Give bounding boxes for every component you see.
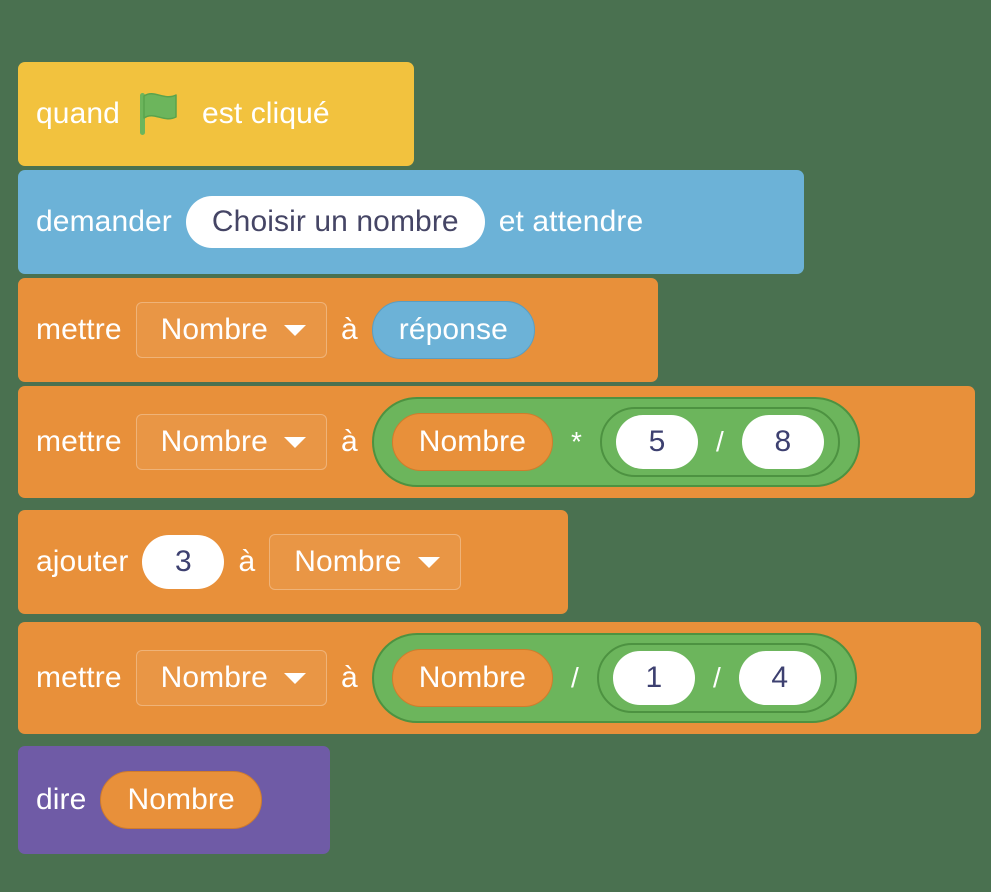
set-label-before: mettre [36,661,122,694]
ask-label-after: et attendre [498,205,644,238]
when-flag-label-before: quand [36,97,120,130]
answer-reporter[interactable]: réponse [371,301,535,359]
operator-symbol-divide: / [716,426,724,457]
set-label-middle: à [340,313,358,346]
set-label-before: mettre [36,313,122,346]
change-amount-input[interactable]: 3 [142,535,225,589]
chevron-down-icon [283,436,306,448]
green-flag-icon [134,90,188,138]
operand-left-input[interactable]: 5 [616,415,699,469]
variable-dropdown[interactable]: Nombre [135,302,327,358]
block-set-variable-to-multiply[interactable]: mettre Nombre à Nombre * 5 / 8 [18,386,975,509]
variable-reporter[interactable]: Nombre [391,413,554,471]
block-set-variable-to-answer[interactable]: mettre Nombre à réponse [18,278,658,393]
set-label-before: mettre [36,425,122,458]
set-label-middle: à [340,425,358,458]
operator-divide-block[interactable]: 5 / 8 [600,407,840,477]
block-change-variable-by[interactable]: ajouter 3 à Nombre [18,510,568,625]
change-label-middle: à [238,545,256,578]
set-label-middle: à [340,661,358,694]
block-set-variable-to-divide[interactable]: mettre Nombre à Nombre / 1 / 4 [18,622,981,745]
ask-label-before: demander [36,205,172,238]
operator-divide-block-outer[interactable]: Nombre / 1 / 4 [371,633,857,723]
operator-symbol-divide-outer: / [571,662,579,693]
operator-divide-block-inner[interactable]: 1 / 4 [596,643,837,713]
say-label: dire [36,783,87,816]
chevron-down-icon [283,324,306,336]
variable-dropdown-label: Nombre [160,661,268,694]
variable-dropdown-label: Nombre [294,545,402,578]
block-ask-and-wait[interactable]: demander Choisir un nombre et attendre [18,170,804,285]
variable-reporter[interactable]: Nombre [100,771,262,829]
change-label-before: ajouter [36,545,129,578]
variable-dropdown-label: Nombre [160,313,268,346]
block-say[interactable]: dire Nombre [18,746,330,865]
operator-symbol-multiply: * [571,426,583,457]
variable-dropdown-label: Nombre [160,425,268,458]
when-flag-label-after: est cliqué [201,97,330,130]
variable-dropdown[interactable]: Nombre [135,650,327,706]
operand-right-input[interactable]: 4 [738,651,821,705]
ask-question-input[interactable]: Choisir un nombre [185,196,485,248]
block-when-flag-clicked[interactable]: quand est cliqué [18,0,414,177]
variable-dropdown[interactable]: Nombre [135,414,327,470]
operand-right-input[interactable]: 8 [741,415,824,469]
chevron-down-icon [417,556,440,568]
variable-reporter[interactable]: Nombre [391,649,554,707]
operand-left-input[interactable]: 1 [612,651,695,705]
chevron-down-icon [283,672,306,684]
operator-symbol-divide-inner: / [712,662,721,693]
variable-dropdown[interactable]: Nombre [269,534,461,590]
hat-block-dome [18,0,233,96]
operator-multiply-block[interactable]: Nombre * 5 / 8 [371,397,860,487]
